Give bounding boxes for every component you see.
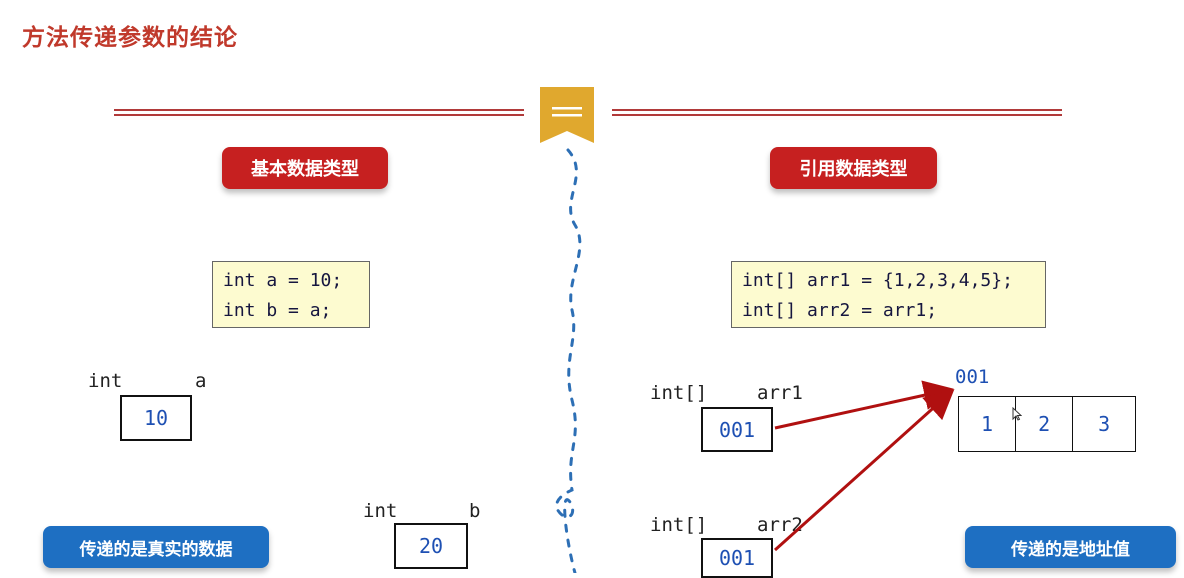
reference-code-box: int[] arr1 = {1,2,3,4,5}; int[] arr2 = a…	[731, 261, 1046, 328]
arrow-arr2	[773, 388, 955, 552]
var-arr1-name: arr1	[757, 382, 803, 404]
code-line: int[] arr2 = arr1;	[742, 300, 938, 321]
reference-type-header: 引用数据类型	[770, 147, 937, 189]
array-cell: 3	[1072, 397, 1135, 451]
divider-left	[114, 109, 524, 116]
var-b-type: int	[363, 500, 398, 522]
code-line: int b = a;	[223, 300, 332, 321]
arrow-arr1	[774, 380, 954, 430]
page-title: 方法传递参数的结论	[22, 25, 238, 51]
reference-conclusion: 传递的是地址值	[965, 526, 1176, 568]
heap-address: 001	[955, 366, 990, 388]
var-arr2-type: int[]	[650, 514, 708, 536]
cursor-icon	[1012, 407, 1022, 421]
divider-right	[612, 109, 1062, 116]
var-arr2-name: arr2	[757, 514, 803, 536]
heap-array: 1 2 3	[958, 396, 1136, 452]
code-line: int[] arr1 = {1,2,3,4,5};	[742, 270, 1013, 291]
code-line: int a = 10;	[223, 270, 343, 291]
var-b-box: 20	[394, 523, 468, 569]
var-b-name: b	[469, 500, 481, 522]
var-a-name: a	[195, 370, 207, 392]
array-cell: 2	[1015, 397, 1072, 451]
var-a-box: 10	[120, 395, 192, 441]
var-arr2-box: 001	[701, 538, 773, 578]
primitive-type-header: 基本数据类型	[222, 147, 388, 189]
var-arr1-type: int[]	[650, 382, 708, 404]
array-cell: 1	[981, 412, 994, 436]
primitive-conclusion: 传递的是真实的数据	[43, 526, 269, 568]
var-arr1-box: 001	[701, 407, 773, 452]
var-a-type: int	[88, 370, 123, 392]
bookmark-icon	[540, 87, 594, 143]
primitive-code-box: int a = 10; int b = a;	[212, 261, 370, 328]
